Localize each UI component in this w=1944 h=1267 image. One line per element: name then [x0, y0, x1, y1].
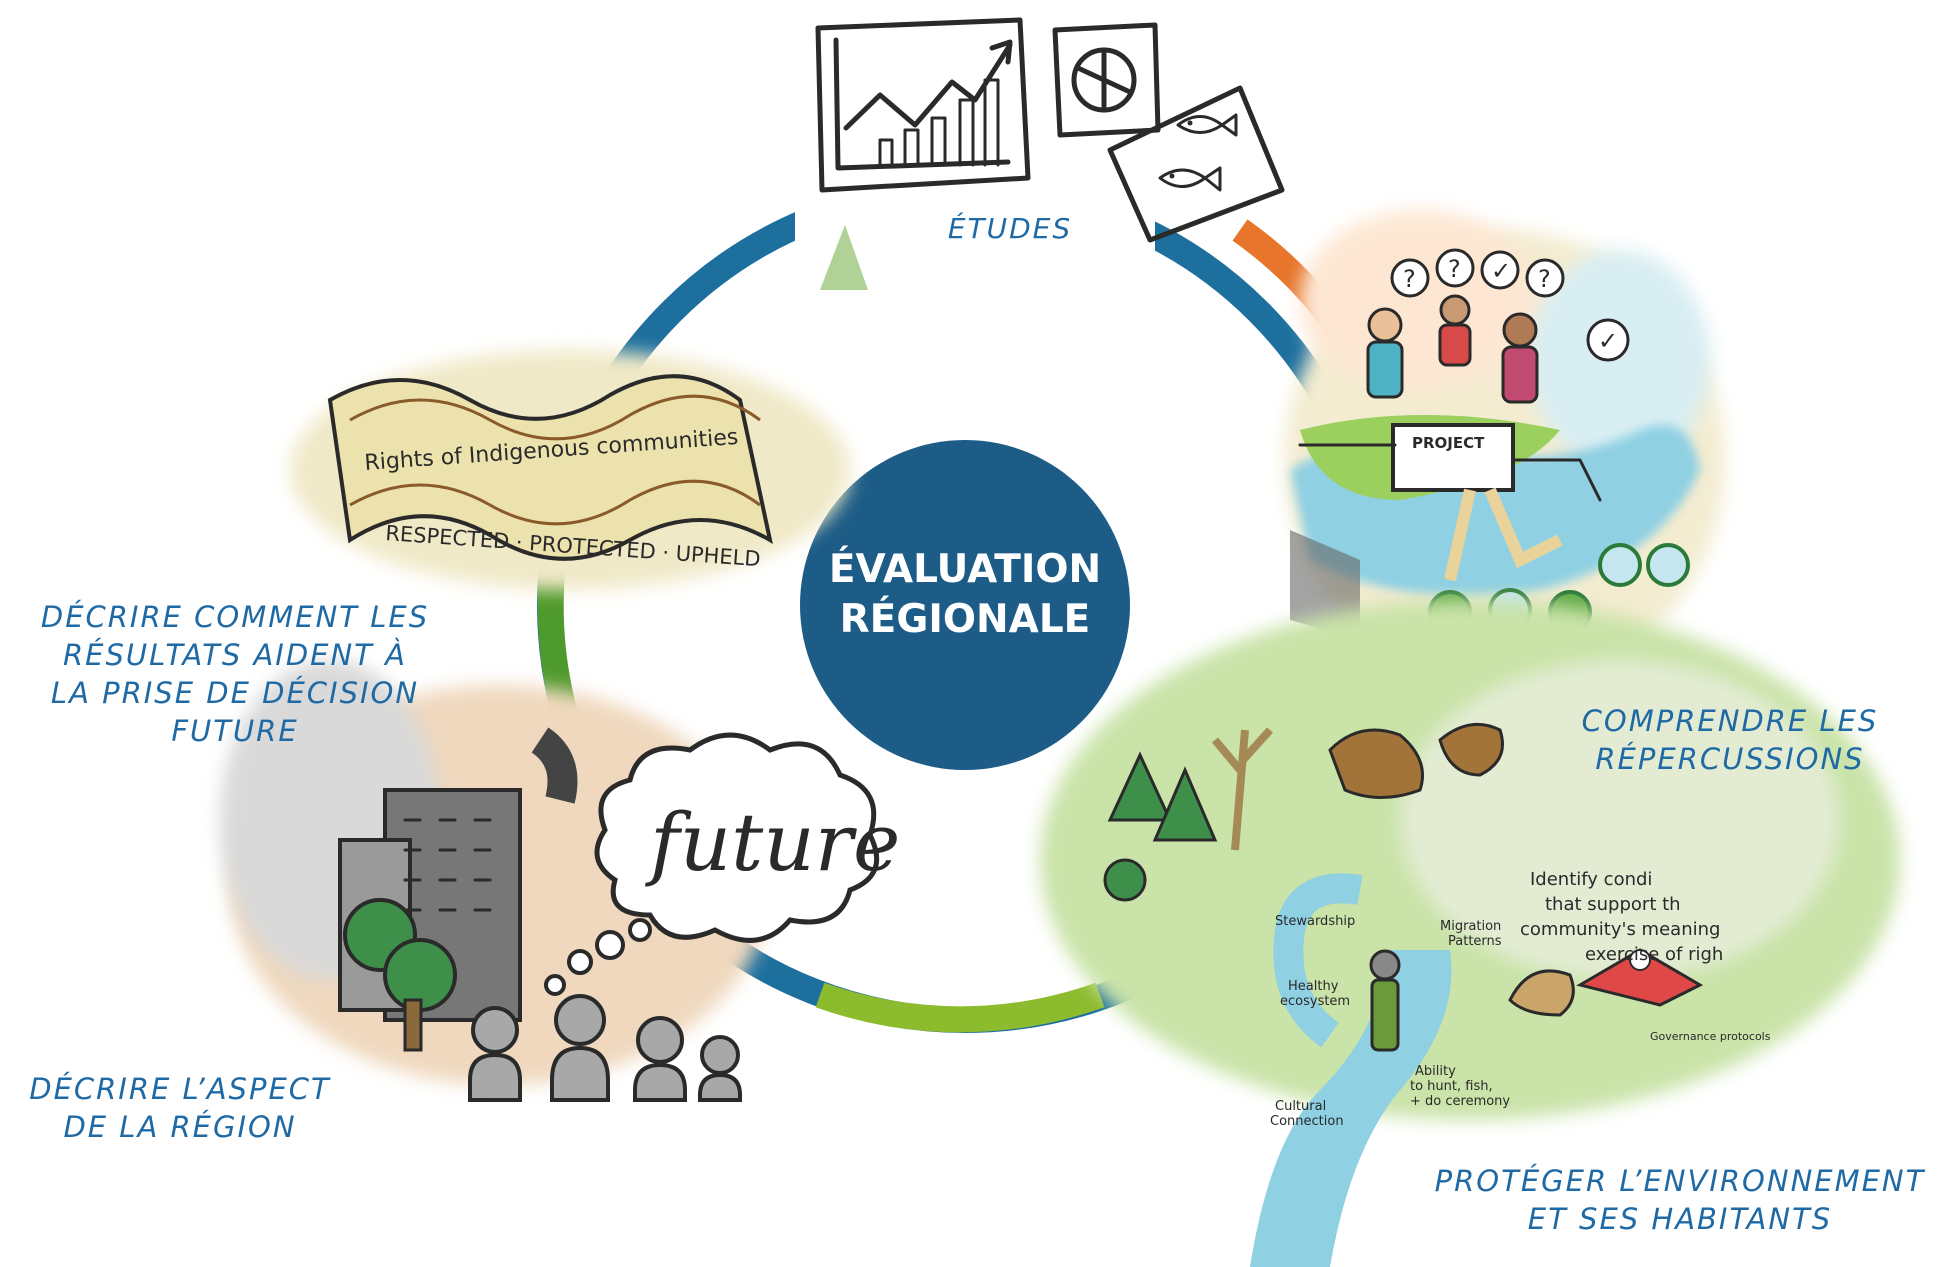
decision-label-line4: FUTURE — [171, 714, 299, 748]
protect-label-line1: PROTÉGER L’ENVIRONNEMENT — [1434, 1164, 1926, 1198]
protect-label: PROTÉGER L’ENVIRONNEMENT ET SES HABITANT… — [1420, 1162, 1940, 1238]
note-identify-3: community's meaning — [1520, 919, 1720, 940]
note-cultural-1: Cultural — [1275, 1099, 1326, 1114]
note-healthy-1: Healthy — [1288, 979, 1339, 994]
center-title: ÉVALUATION RÉGIONALE — [810, 545, 1120, 645]
note-identify-4: exercise of righ — [1585, 944, 1723, 965]
basket — [1508, 969, 1575, 1017]
protect-illustration: Identify condi that support th community… — [1040, 600, 1900, 1267]
svg-text:✓: ✓ — [1598, 327, 1618, 355]
decision-label-line2: RÉSULTATS AIDENT À — [63, 638, 407, 672]
moose — [1328, 728, 1424, 799]
note-migration-2: Patterns — [1448, 934, 1502, 949]
bear — [1438, 722, 1504, 777]
note-identify-1: Identify condi — [1530, 869, 1652, 890]
project-building: PROJECT — [1298, 423, 1602, 502]
future-cloud: future — [594, 732, 900, 943]
svg-text:?: ? — [1538, 265, 1551, 293]
note-stewardship: Stewardship — [1275, 914, 1355, 929]
note-cultural-2: Connection — [1270, 1114, 1344, 1129]
decision-label-line3: LA PRISE DE DÉCISION — [50, 676, 420, 710]
rights-banner-illustration: Rights of Indigenous communities RESPECT… — [290, 350, 850, 590]
people-silhouettes — [468, 994, 742, 1102]
note-ability-3: + do ceremony — [1410, 1094, 1510, 1109]
note-migration-1: Migration — [1440, 919, 1501, 934]
dancer — [1576, 948, 1704, 1007]
trees — [1103, 727, 1273, 902]
region-label-line2: DE LA RÉGION — [63, 1110, 297, 1144]
people-group — [1366, 294, 1539, 404]
note-ability-1: Ability — [1415, 1064, 1456, 1079]
region-label: DÉCRIRE L’ASPECT DE LA RÉGION — [10, 1070, 350, 1146]
note-identify-2: that support th — [1545, 894, 1681, 915]
ring-segment-light-green — [815, 982, 1105, 1033]
region-label-line1: DÉCRIRE L’ASPECT — [29, 1072, 331, 1106]
svg-text:?: ? — [1403, 265, 1416, 293]
center-circle — [800, 440, 1130, 770]
impacts-label: COMPRENDRE LES RÉPERCUSSIONS — [1560, 702, 1900, 778]
fish-card-sketch — [1107, 85, 1285, 243]
center-title-line1: ÉVALUATION — [828, 547, 1102, 592]
impacts-label-line1: COMPRENDRE LES — [1581, 704, 1879, 738]
future-word: future — [645, 796, 900, 889]
impacts-illustration: ? ? ✓ ? ✓ PROJECT — [1285, 210, 1725, 690]
project-sign: PROJECT — [1412, 434, 1485, 452]
future-illustration: future — [220, 660, 900, 1102]
thought-bubbles — [544, 918, 652, 996]
svg-text:✓: ✓ — [1491, 257, 1511, 285]
line-chart-sketch — [815, 17, 1031, 193]
trees-left — [343, 898, 457, 1052]
note-ability-2: to hunt, fish, — [1410, 1079, 1493, 1094]
speech-bubbles: ? ? ✓ ? ✓ — [1390, 248, 1630, 362]
svg-text:?: ? — [1448, 255, 1461, 283]
pie-chart-sketch — [1052, 22, 1161, 138]
protect-label-line2: ET SES HABITANTS — [1527, 1202, 1833, 1236]
land-notes: Identify condi that support th community… — [1270, 869, 1771, 1129]
note-healthy-2: ecosystem — [1280, 994, 1350, 1009]
note-governance: Governance protocols — [1650, 1030, 1771, 1043]
center-title-line2: RÉGIONALE — [839, 597, 1091, 642]
studies-illustration — [795, 0, 1285, 295]
decision-label-line1: DÉCRIRE COMMENT LES — [40, 600, 430, 634]
studies-label: ÉTUDES — [948, 211, 1072, 245]
impacts-label-line2: RÉPERCUSSIONS — [1595, 742, 1865, 776]
decision-label: DÉCRIRE COMMENT LES RÉSULTATS AIDENT À L… — [30, 598, 440, 750]
